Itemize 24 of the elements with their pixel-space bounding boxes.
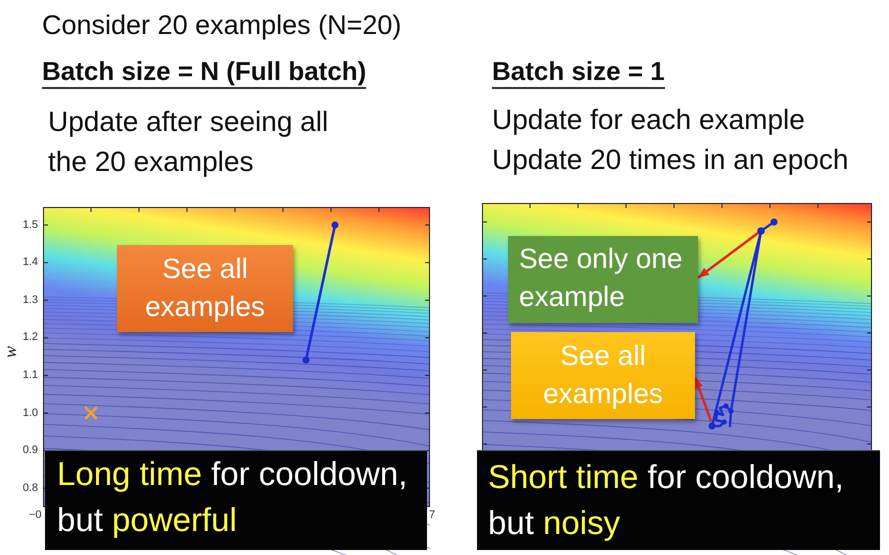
description-text: Update for each example	[492, 103, 805, 137]
axis-tick-label: 7	[429, 509, 436, 522]
arrow	[697, 232, 759, 279]
description-text: Update after seeing all the 20 examples	[48, 105, 330, 179]
axis-tick-label: 0.8	[22, 482, 38, 495]
callout-box: See all examples	[511, 332, 695, 419]
axis-tick-label: −0	[29, 509, 42, 522]
axis-tick-label: 1.1	[22, 368, 38, 382]
axis-tick-label: 1.0	[22, 406, 38, 420]
section-heading: Batch size = 1	[492, 56, 665, 90]
section-heading: Batch size = N (Full batch)	[42, 56, 366, 90]
callout-box: See only one example	[508, 236, 698, 323]
caption-band: Long time for cooldown, but powerful	[45, 450, 427, 550]
callout-box: See all examples	[117, 245, 293, 332]
caption-band: Short time for cooldown, but noisy	[477, 450, 880, 550]
axis-tick-label: 0.9	[22, 444, 38, 458]
arrow	[694, 376, 712, 422]
axis-tick-label: 1.5	[22, 218, 38, 232]
description-text: Update 20 times in an epoch	[492, 143, 848, 177]
axis-tick-label: 1.2	[22, 331, 38, 344]
axis-tick-label: 1.3	[22, 294, 38, 307]
slide-title: Consider 20 examples (N=20)	[42, 9, 402, 42]
axis-label: w	[1, 346, 19, 358]
axis-tick-label: 1.4	[22, 256, 38, 270]
